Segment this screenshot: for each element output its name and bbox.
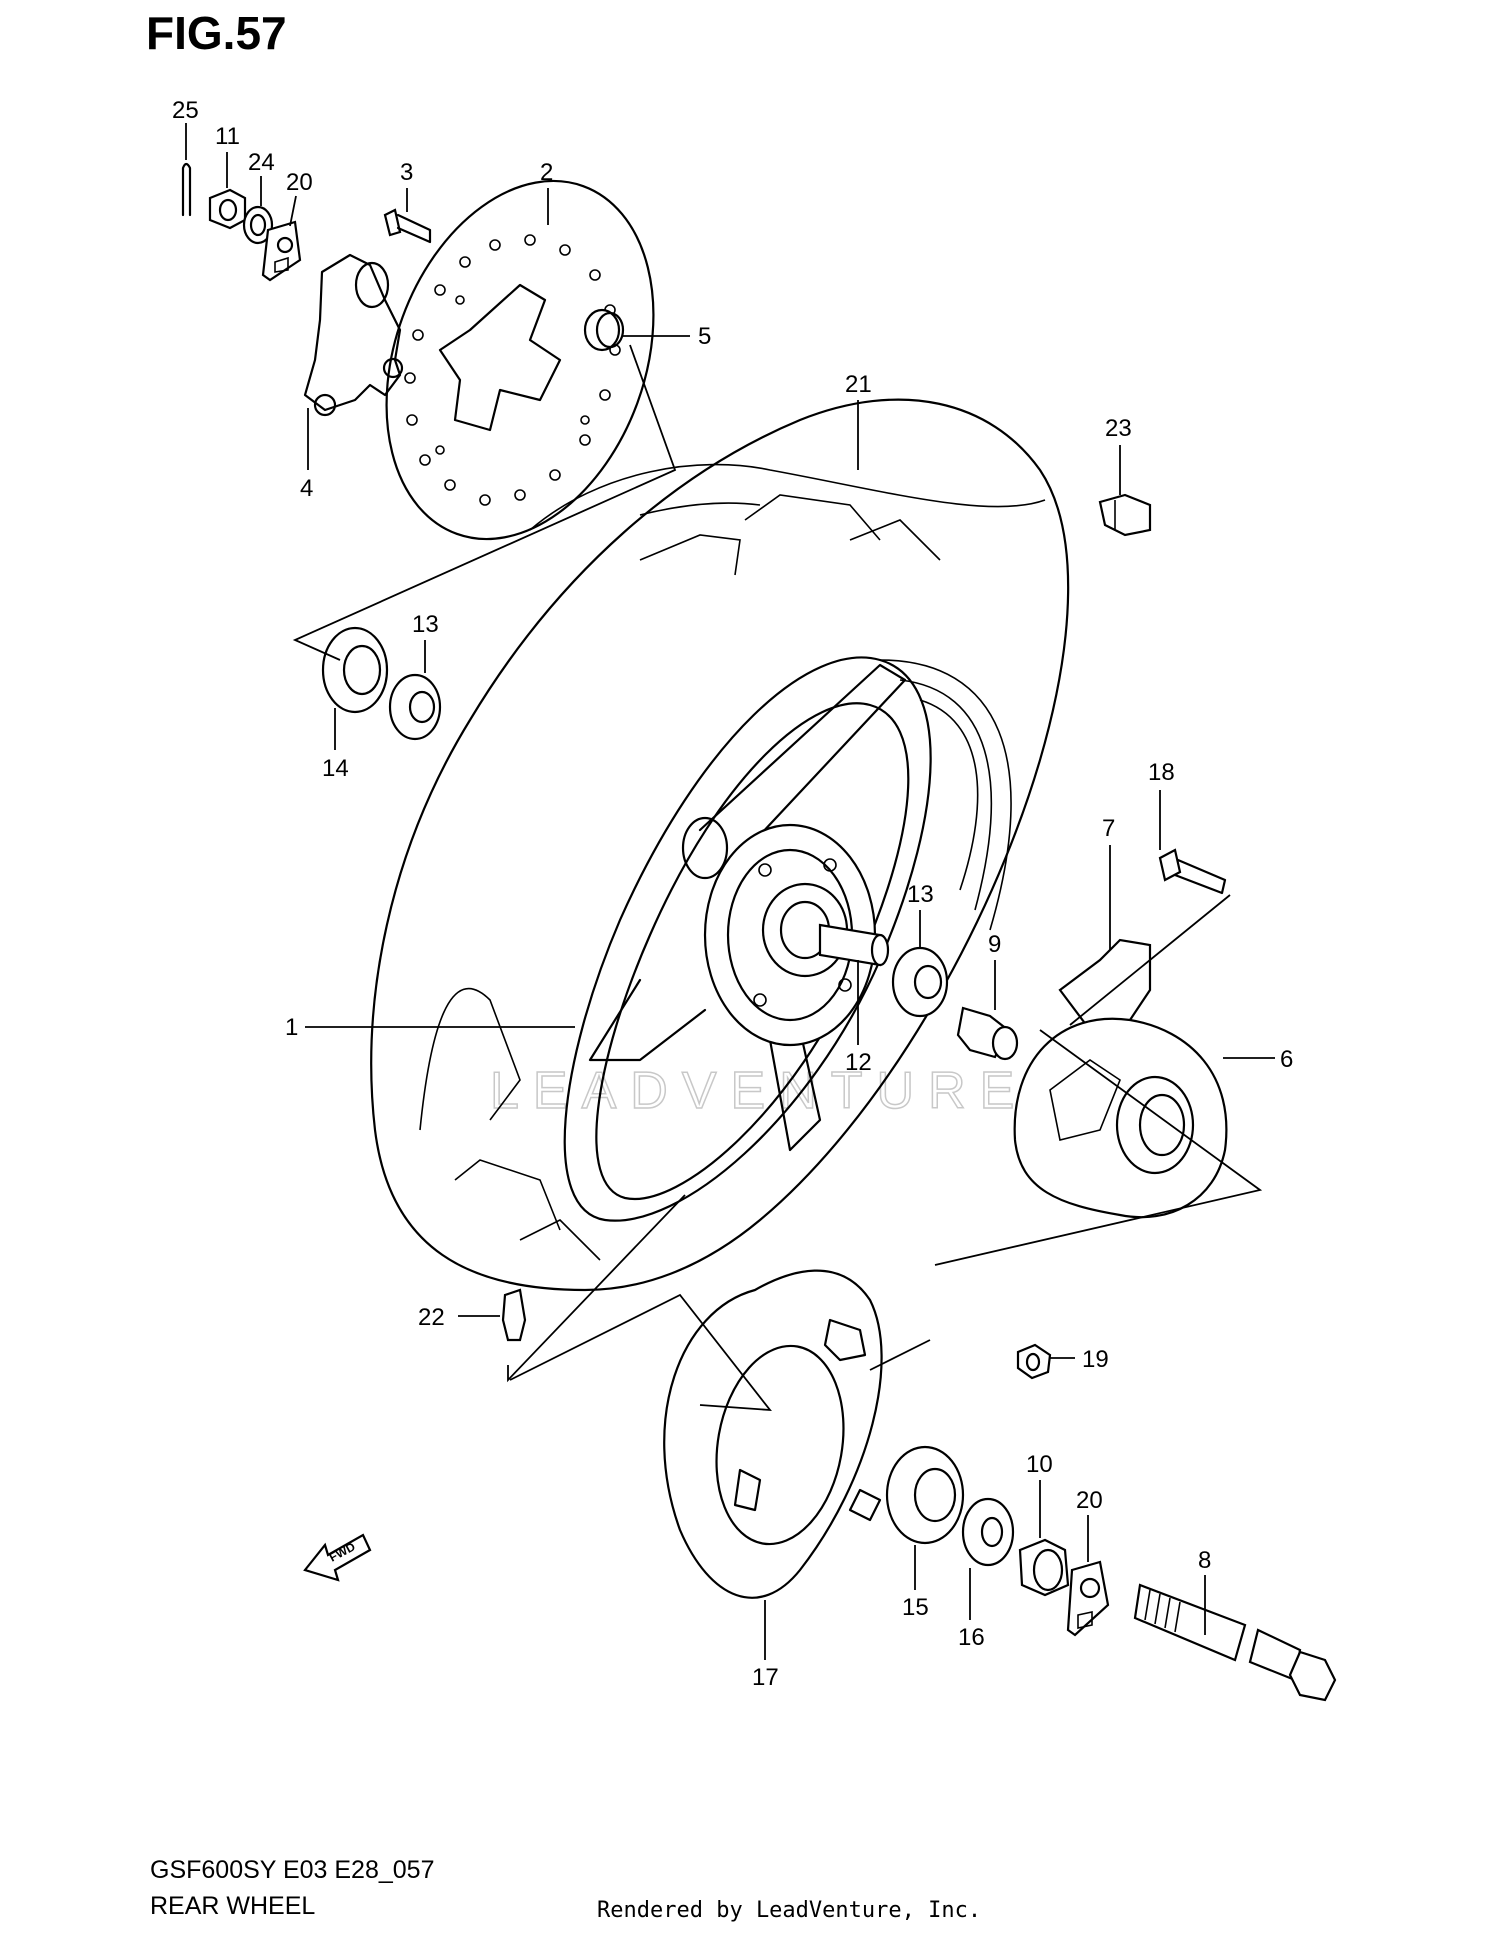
tire-valve xyxy=(501,1288,527,1342)
callout-16: 16 xyxy=(958,1624,985,1651)
forward-arrow-icon: FWD xyxy=(303,1533,372,1582)
callout-6: 6 xyxy=(1280,1046,1293,1073)
callout-7: 7 xyxy=(1102,815,1115,842)
wheel-rim xyxy=(563,656,1012,1222)
lock-plate-lower xyxy=(1066,1560,1110,1637)
watermark: LEADVENTURE xyxy=(490,1062,1028,1120)
callout-20-lower: 20 xyxy=(1076,1487,1103,1514)
callout-9: 9 xyxy=(988,931,1001,958)
callout-10: 10 xyxy=(1026,1451,1053,1478)
brake-disc xyxy=(385,179,655,541)
callout-5: 5 xyxy=(698,323,711,350)
callout-22: 22 xyxy=(418,1304,445,1331)
callout-19: 19 xyxy=(1082,1346,1109,1373)
callout-12: 12 xyxy=(845,1049,872,1076)
tire xyxy=(370,398,1070,1292)
callout-23: 23 xyxy=(1105,415,1132,442)
disc-bolt xyxy=(383,208,432,244)
callout-21: 21 xyxy=(845,371,872,398)
bearing-left xyxy=(388,673,442,741)
callout-8: 8 xyxy=(1198,1547,1211,1574)
figure-title: FIG.57 xyxy=(146,7,287,59)
callout-17: 17 xyxy=(752,1664,779,1691)
callout-25: 25 xyxy=(172,97,199,124)
bearing-right xyxy=(891,946,949,1018)
model-code: GSF600SY E03 E28_057 xyxy=(150,1856,435,1884)
axle-spacer xyxy=(956,1006,1019,1061)
callout-13-right: 13 xyxy=(907,881,934,908)
callout-4: 4 xyxy=(300,475,313,502)
callout-11: 11 xyxy=(215,123,240,150)
castle-nut xyxy=(208,188,247,230)
rear-axle xyxy=(1133,1583,1337,1702)
washer-upper xyxy=(242,205,274,245)
sprocket-bolt xyxy=(1158,848,1227,895)
caliper-bracket xyxy=(303,253,404,417)
dust-seal-left xyxy=(321,626,389,714)
bearing-sprocket xyxy=(885,1445,965,1545)
cush-damper xyxy=(1058,938,1152,1032)
sprocket-drum xyxy=(1013,1017,1228,1219)
callout-14: 14 xyxy=(322,755,349,782)
disc-spacer xyxy=(583,308,625,352)
rear-sprocket xyxy=(663,1269,883,1599)
clip xyxy=(1098,493,1152,537)
sprocket-spacer xyxy=(1018,1538,1070,1597)
callout-15: 15 xyxy=(902,1594,929,1621)
callout-3: 3 xyxy=(400,159,413,186)
render-credit: Rendered by LeadVenture, Inc. xyxy=(597,1898,982,1923)
callout-1: 1 xyxy=(285,1014,298,1041)
dust-seal-right xyxy=(961,1497,1015,1567)
callout-20-upper: 20 xyxy=(286,169,313,196)
leader-lines xyxy=(185,123,1275,1660)
callout-24: 24 xyxy=(248,149,275,176)
figure-name: REAR WHEEL xyxy=(150,1892,316,1920)
sprocket-nut xyxy=(1016,1343,1052,1380)
callout-2: 2 xyxy=(540,159,553,186)
cotter-pin xyxy=(181,162,192,217)
callout-labels: 25 11 24 20 3 2 5 4 21 23 13 14 18 7 13 … xyxy=(172,97,1293,1691)
callout-13-left: 13 xyxy=(412,611,439,638)
callout-18: 18 xyxy=(1148,759,1175,786)
lock-plate-upper xyxy=(261,220,302,282)
